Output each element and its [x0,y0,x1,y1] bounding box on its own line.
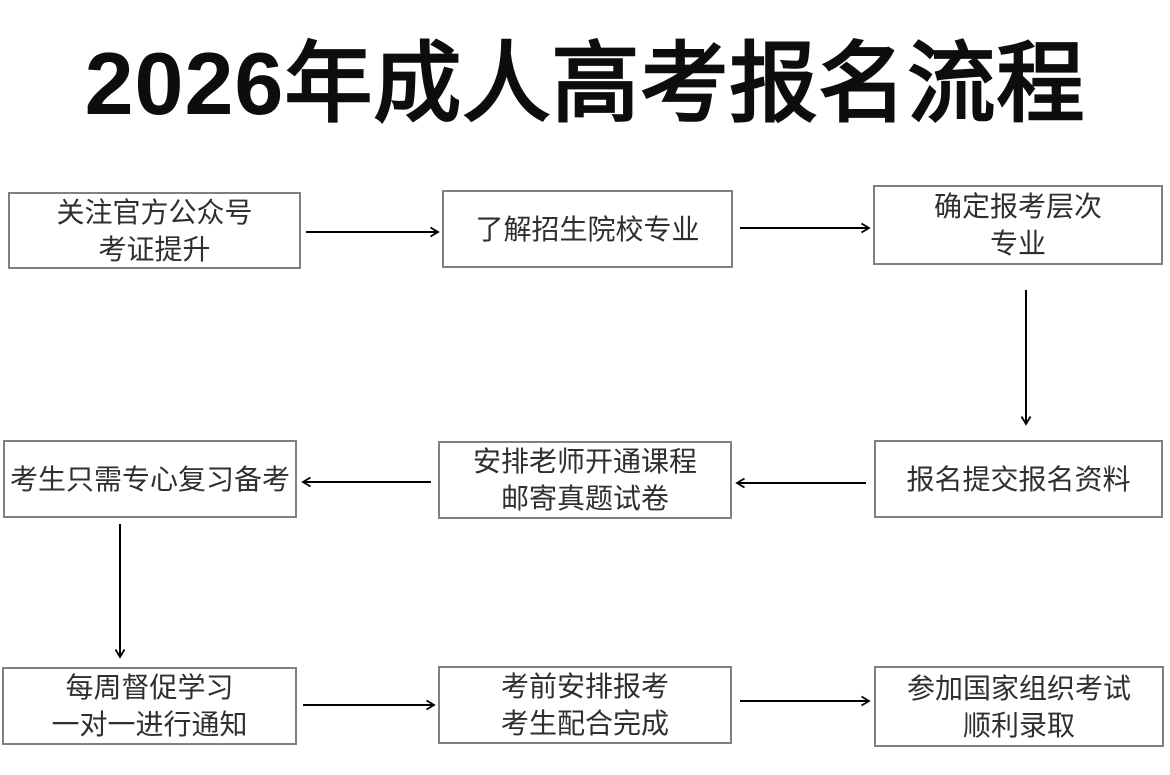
step-line: 考生配合完成 [500,708,669,739]
step-line: 安排老师开通课程 [472,446,697,477]
step-line: 专业 [989,228,1046,259]
step-line: 每周督促学习 [65,672,234,703]
step-line: 参加国家组织考试 [906,672,1131,704]
step-line: 顺利录取 [962,709,1075,741]
step-line: 邮寄真题试卷 [500,483,669,514]
step-line: 了解招生院校专业 [475,213,700,245]
flow-step-3: 确定报考层次 专业 [873,185,1163,265]
step-line: 报名提交报名资料 [906,463,1131,495]
step-line: 一对一进行通知 [51,709,248,740]
step-line: 考证提升 [98,233,211,265]
flow-step-7: 每周督促学习 一对一进行通知 [2,667,297,745]
flow-step-5: 安排老师开通课程 邮寄真题试卷 [438,441,732,519]
page-title: 2026年成人高考报名流程 [84,34,1086,133]
step-line: 关注官方公众号 [56,196,253,228]
step-line: 确定报考层次 [933,191,1102,222]
flow-step-6: 考生只需专心复习备考 [3,440,297,518]
flow-step-8: 考前安排报考 考生配合完成 [438,666,732,744]
flow-step-2: 了解招生院校专业 [442,190,733,268]
flow-step-1: 关注官方公众号 考证提升 [8,192,301,269]
flow-step-4: 报名提交报名资料 [874,440,1163,518]
step-line: 考生只需专心复习备考 [9,463,290,495]
step-line: 考前安排报考 [500,671,669,702]
flow-step-9: 参加国家组织考试 顺利录取 [874,666,1164,747]
